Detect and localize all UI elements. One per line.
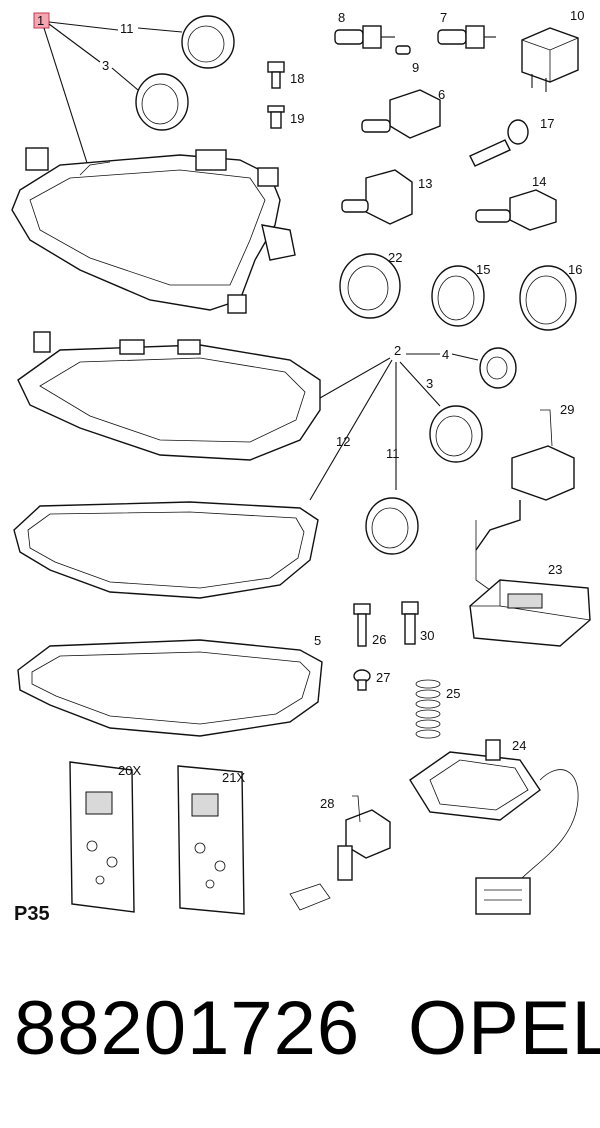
bulb-holder-6: 6 (361, 87, 445, 139)
lens-frame-12: 12 (13, 434, 350, 599)
callout-3-top: 3 (102, 58, 109, 73)
callout-1-highlight (33, 12, 50, 29)
callout-11-middle: 11 (386, 446, 400, 461)
callout-25: 25 (446, 686, 460, 701)
brand-name: OPEL (408, 986, 600, 1071)
bulb-holder-13: 13 (341, 169, 432, 225)
ring-16: 16 (519, 262, 582, 331)
callout-23: 23 (548, 562, 562, 577)
part-number: 88201726 (14, 986, 361, 1071)
callout-7: 7 (440, 10, 447, 25)
screw-26: 26 (353, 603, 386, 647)
bulb-17: 17 (469, 116, 554, 167)
screw-19: 19 (267, 105, 304, 129)
callout-21x: 21X (222, 770, 245, 785)
callout-18: 18 (290, 71, 304, 86)
callout-11-top: 11 (120, 21, 134, 36)
callout-22: 22 (388, 250, 402, 265)
bulb-7: 7 (437, 10, 496, 49)
sheet-label: P35 (14, 903, 50, 925)
bracket-28: 28 (289, 795, 391, 911)
callout-3-middle: 3 (426, 376, 433, 391)
callout-26: 26 (372, 632, 386, 647)
callout-27: 27 (376, 670, 390, 685)
footer: 88201726 OPEL (0, 985, 600, 1095)
screw-18: 18 (267, 61, 304, 89)
callout-1: 1 (37, 13, 44, 28)
callout-4: 4 (442, 347, 449, 362)
callout-2: 2 (394, 343, 401, 358)
callout-6: 6 (438, 87, 445, 102)
headlamp-assembly-top (11, 147, 296, 314)
socket-4: 4 (442, 347, 517, 389)
module-23: 23 (469, 562, 591, 647)
callout-30: 30 (420, 628, 434, 643)
spring-25: 25 (415, 679, 460, 739)
bulb-9: 9 (395, 45, 419, 75)
callout-28: 28 (320, 796, 334, 811)
cap-11-middle: 11 (365, 446, 419, 555)
callout-1-group: 1 (33, 12, 119, 167)
ring-22: 22 (339, 250, 402, 319)
lens-5: 5 (17, 633, 323, 737)
cap-11-top: 11 (120, 15, 235, 69)
bulb-8: 8 (334, 10, 395, 49)
callout-8: 8 (338, 10, 345, 25)
callout-29: 29 (560, 402, 574, 417)
bracket-29: 29 (475, 402, 575, 591)
callout-20x: 20X (118, 763, 141, 778)
callout-15: 15 (476, 262, 490, 277)
ring-15: 15 (431, 262, 490, 327)
callout-5: 5 (314, 633, 321, 648)
headlamp-housing-middle (17, 331, 321, 461)
fastener-bag-21x: 21X (177, 765, 245, 915)
clip-27: 27 (353, 669, 390, 691)
callout-2-group: 2 (309, 343, 441, 501)
callout-10: 10 (570, 8, 584, 23)
callout-19: 19 (290, 111, 304, 126)
callout-14: 14 (532, 174, 546, 189)
callout-16: 16 (568, 262, 582, 277)
screw-30: 30 (401, 601, 434, 645)
cap-3-middle: 3 (426, 376, 483, 463)
cap-3-top: 3 (102, 58, 189, 131)
relay-10: 10 (521, 8, 584, 92)
callout-17: 17 (540, 116, 554, 131)
bulb-holder-14: 14 (475, 174, 557, 231)
fastener-bag-20x: 20X (69, 761, 141, 913)
callout-9: 9 (412, 60, 419, 75)
callout-24: 24 (512, 738, 526, 753)
callout-13: 13 (418, 176, 432, 191)
leveling-unit-24: 24 (409, 738, 579, 915)
callout-12: 12 (336, 434, 350, 449)
